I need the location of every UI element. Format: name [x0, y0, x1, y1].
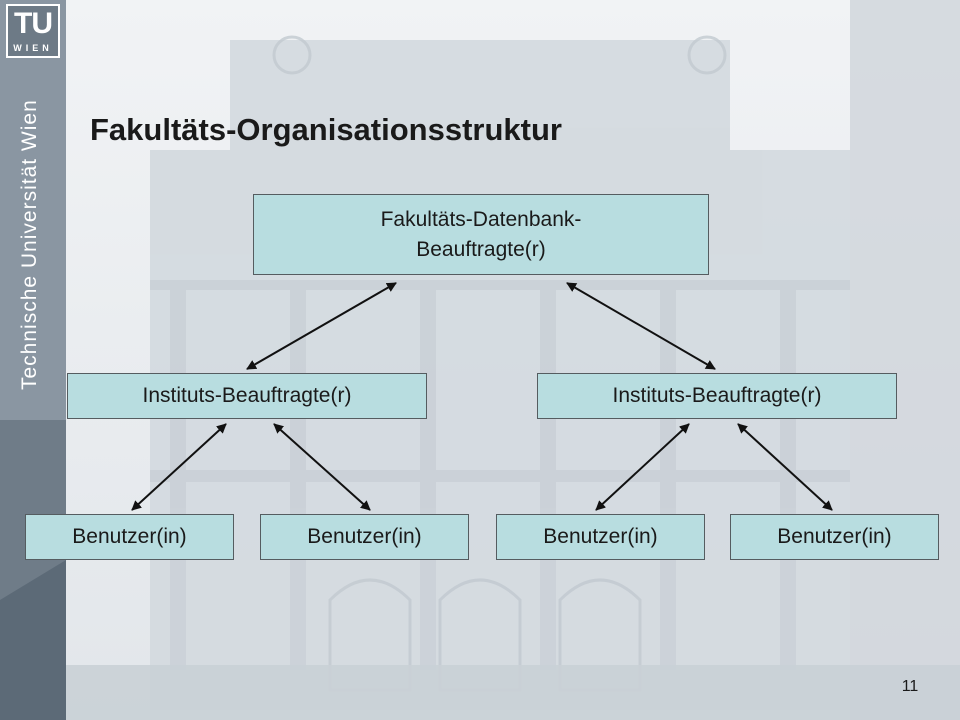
tu-wien-logo: TU WIEN: [6, 4, 60, 58]
node-user-2: Benutzer(in): [260, 514, 469, 560]
university-name: Technische Universität Wien: [18, 99, 41, 390]
node-user-3: Benutzer(in): [496, 514, 705, 560]
university-name-vertical: Technische Universität Wien: [14, 70, 44, 390]
node-user-4: Benutzer(in): [730, 514, 939, 560]
node-institute-officer-right: Instituts-Beauftragte(r): [537, 373, 897, 419]
logo-tu-text: TU: [14, 7, 53, 40]
node-faculty-db-officer-line1: Fakultäts-Datenbank-: [380, 207, 582, 231]
node-faculty-db-officer: Fakultäts-Datenbank- Beauftragte(r): [253, 194, 709, 275]
node-faculty-db-officer-line2: Beauftragte(r): [416, 237, 546, 261]
slide-title: Fakultäts-Organisationsstruktur: [90, 112, 562, 147]
node-institute-officer-left: Instituts-Beauftragte(r): [67, 373, 427, 419]
logo-wien-text: WIEN: [13, 43, 53, 53]
page-number: 11: [901, 678, 919, 695]
node-user-1: Benutzer(in): [25, 514, 234, 560]
